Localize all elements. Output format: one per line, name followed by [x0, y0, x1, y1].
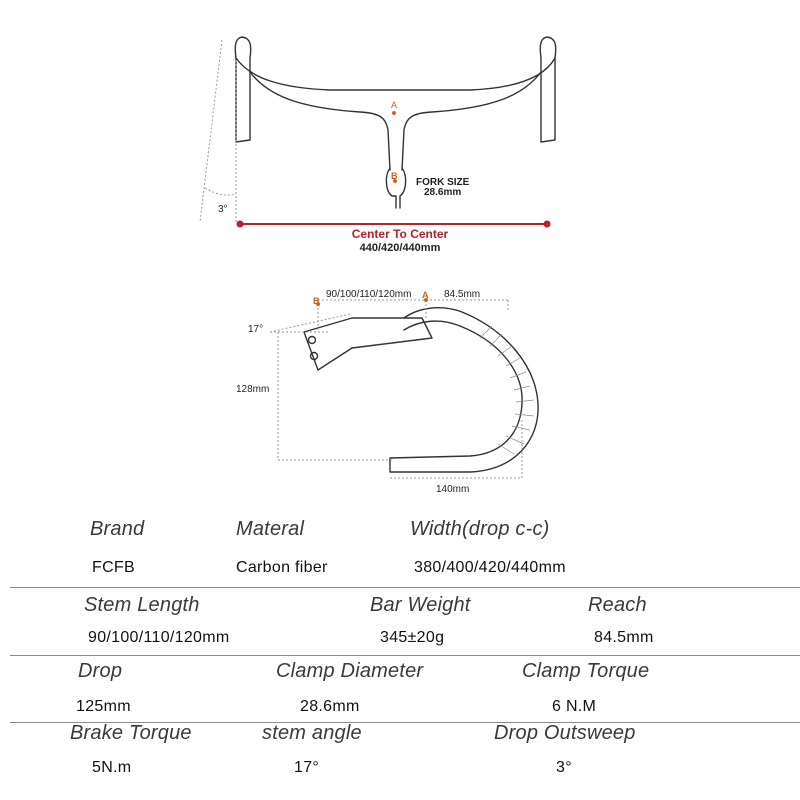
spec-value-width: 380/400/420/440mm [414, 559, 566, 576]
spec-value-clamp-torque: 6 N.M [552, 698, 597, 715]
spec-label-material: Materal [236, 518, 305, 540]
center-to-center-value: 440/420/440mm [360, 242, 441, 254]
spec-label-brake-torque: Brake Torque [70, 722, 192, 744]
spec-value-brake-torque: 5N.m [92, 759, 132, 776]
spec-label-brand: Brand [90, 518, 145, 540]
spec-value-brand: FCFB [92, 559, 135, 576]
drop-curve-outline [389, 307, 539, 473]
row-divider-2 [10, 655, 800, 656]
drop-outsweep-angle: 3° [218, 204, 228, 215]
spec-label-width: Width(drop c-c) [410, 518, 550, 540]
spec-value-material: Carbon fiber [236, 559, 328, 576]
drop-hatching [479, 325, 535, 455]
drop-dim: 128mm [236, 384, 269, 395]
spec-value-stem-length: 90/100/110/120mm [88, 629, 230, 646]
reach-dim: 84.5mm [444, 289, 480, 300]
spec-value-stem-angle: 17° [294, 759, 320, 776]
spec-value-reach: 84.5mm [594, 629, 654, 646]
right-drop-outline [539, 36, 557, 143]
stem-length-dim: 90/100/110/120mm [326, 289, 411, 300]
front-point-b: B [391, 171, 398, 181]
center-to-center-label: Center To Center [352, 227, 449, 241]
width-dim: 140mm [436, 484, 469, 495]
side-dimensions [269, 299, 523, 480]
row-divider-3 [10, 722, 800, 723]
side-point-b: B [313, 296, 320, 306]
stem-clamp-outline [385, 167, 407, 209]
spec-value-clamp-diameter: 28.6mm [300, 698, 360, 715]
row-divider-1 [10, 587, 800, 588]
spec-label-bar-weight: Bar Weight [370, 594, 471, 616]
spec-label-drop-outsweep: Drop Outsweep [494, 722, 636, 744]
front-dimensions [199, 39, 551, 228]
spec-value-drop-outsweep: 3° [556, 759, 572, 776]
spec-label-clamp-diameter: Clamp Diameter [276, 660, 424, 682]
side-view [303, 307, 539, 473]
lower-bar-outline [249, 71, 391, 171]
spec-label-stem-angle: stem angle [262, 722, 362, 744]
handlebar-diagram: A B FORK SIZE 28.6mm 3° Center To Center… [199, 36, 557, 495]
spec-label-reach: Reach [588, 594, 647, 616]
front-view [234, 36, 557, 209]
spec-label-clamp-torque: Clamp Torque [522, 660, 650, 682]
spec-label-drop: Drop [78, 660, 123, 682]
fork-size-label: FORK SIZE [416, 177, 470, 188]
spec-value-drop: 125mm [76, 698, 131, 715]
fork-size-value: 28.6mm [424, 187, 461, 198]
stem-outline [303, 317, 433, 371]
spec-value-bar-weight: 345±20g [380, 629, 445, 646]
front-point-a: A [391, 100, 397, 110]
left-drop-outline [234, 36, 252, 143]
side-point-a: A [422, 290, 429, 300]
upper-bar-outline [235, 57, 556, 91]
stem-angle-dim: 17° [248, 324, 263, 335]
spec-label-stem-length: Stem Length [84, 594, 200, 616]
